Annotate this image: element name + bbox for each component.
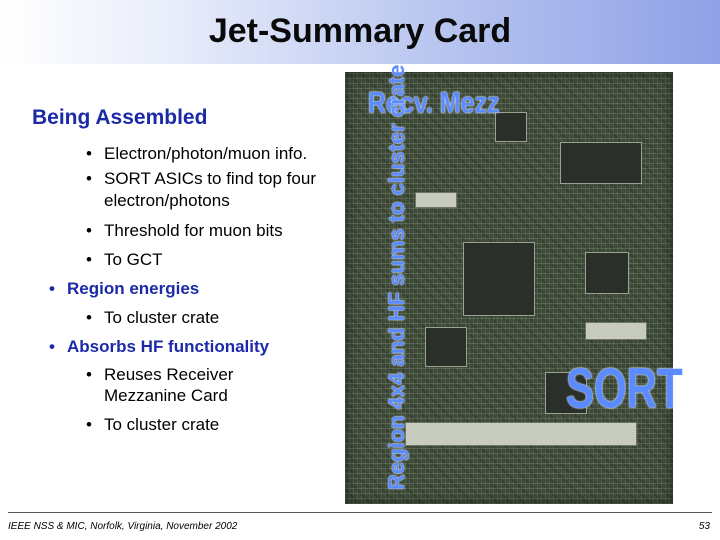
bullet-glyph: • [86,250,92,269]
bullet-item: • Absorbs HF functionality [49,336,270,358]
bullet-text: Threshold for muon bits [104,221,283,240]
bullet-glyph: • [86,221,92,240]
board-chip [495,112,527,142]
bullet-text: To cluster crate [104,308,220,327]
bullet-item: • To cluster crate [86,414,220,436]
board-connector [415,192,457,208]
bullet-glyph: • [86,365,92,384]
footer-divider [8,512,712,513]
page-number: 53 [698,521,710,532]
board-chip [425,327,467,367]
bullet-item: • Region energies [49,278,200,300]
board-chip [545,372,587,414]
bullet-item: • To cluster crate [86,307,220,329]
bullet-glyph: • [86,169,92,188]
board-connector [585,322,647,340]
bullet-item: • Reuses Receiver [86,364,234,386]
sort-label: SORT [566,356,683,420]
bullet-glyph: • [86,144,92,163]
bullet-item: • To GCT [86,249,163,271]
bullet-text: electron/photons [104,191,230,210]
bullet-text: Electron/photon/muon info. [104,144,308,163]
bullet-text: SORT ASICs to find top four [104,169,316,188]
footer-conference: IEEE NSS & MIC, Norfolk, Virginia, Novem… [8,521,238,532]
board-connector [405,422,637,446]
bullet-text: Reuses Receiver [104,365,234,384]
board-chip [560,142,642,184]
slide-subtitle: Being Assembled [32,106,208,129]
bullet-item: • SORT ASICs to find top four [86,168,316,190]
bullet-continuation: electron/photons [104,190,230,212]
circuit-board-photo [345,72,673,504]
board-chip [585,252,629,294]
bullet-text: Region energies [67,279,200,298]
bullet-glyph: • [49,337,55,356]
bullet-text: To GCT [104,250,163,269]
slide-title: Jet-Summary Card [208,12,512,50]
bullet-item: • Threshold for muon bits [86,220,283,242]
bullet-glyph: • [86,415,92,434]
bullet-glyph: • [49,279,55,298]
bullet-continuation: Mezzanine Card [104,385,228,407]
board-chip [463,242,535,316]
title-bar [0,0,720,64]
bullet-text: Absorbs HF functionality [67,337,270,356]
bullet-text: Mezzanine Card [104,386,228,405]
bullet-text: To cluster crate [104,415,220,434]
bullet-glyph: • [86,308,92,327]
bullet-item: • Electron/photon/muon info. [86,143,308,165]
